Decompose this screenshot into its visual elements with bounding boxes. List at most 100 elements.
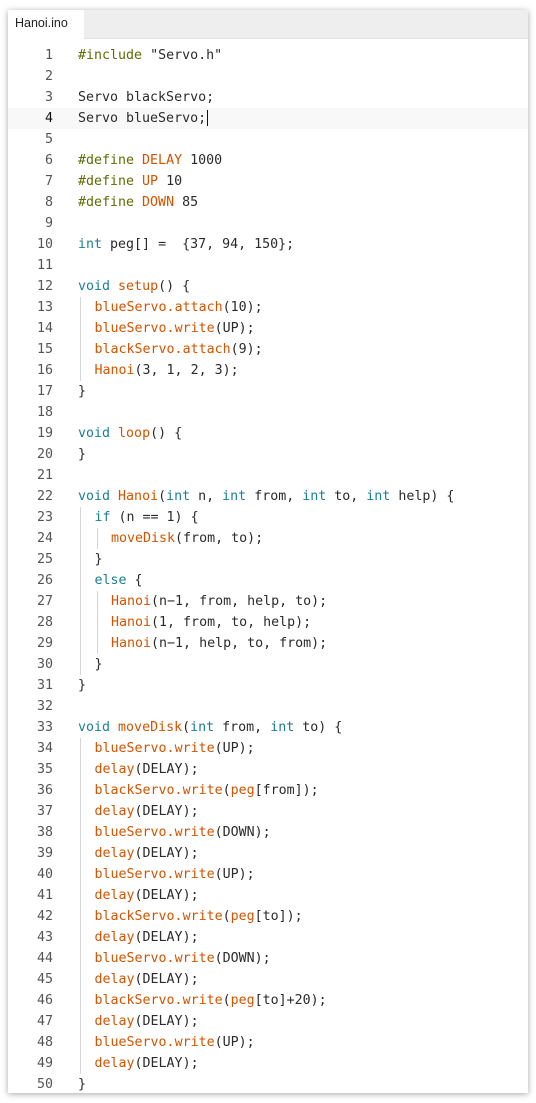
line-number: 10 (36, 237, 53, 252)
code-line[interactable]: 17} (8, 381, 528, 402)
code-text: #include "Servo.h" (78, 45, 222, 66)
indent-guide (80, 360, 81, 381)
code-line[interactable]: 25} (8, 549, 528, 570)
code-line[interactable]: 11 (8, 255, 528, 276)
code-token: int (270, 720, 295, 735)
line-number: 30 (36, 657, 53, 672)
code-token: (UP); (214, 1035, 255, 1050)
line-number: 46 (36, 993, 53, 1008)
code-token: attach (174, 300, 223, 315)
indent-guide (80, 507, 81, 528)
line-number: 50 (36, 1077, 53, 1092)
code-token: write (174, 321, 215, 336)
code-token: } (94, 657, 103, 672)
code-token: peg[] = {37, 94, 150}; (102, 237, 295, 252)
code-text: Servo blueServo; (78, 108, 209, 129)
code-text: blueServo.write(DOWN); (95, 822, 271, 843)
code-line[interactable]: 50} (8, 1074, 528, 1093)
line-number: 17 (36, 384, 53, 399)
code-token: blueServo. (94, 951, 175, 966)
code-token: int (302, 489, 327, 504)
line-number: 19 (36, 426, 53, 441)
code-token: (DELAY); (134, 762, 199, 777)
code-token: void (78, 720, 111, 735)
code-token: ( (222, 993, 231, 1008)
indent-guide (80, 990, 81, 1011)
code-line[interactable]: 32 (8, 696, 528, 717)
code-line[interactable]: 30} (8, 654, 528, 675)
code-text: delay(DELAY); (95, 801, 199, 822)
code-token: delay (94, 846, 135, 861)
indent-guide (80, 591, 81, 612)
line-number: 49 (36, 1056, 53, 1071)
code-token: } (94, 552, 103, 567)
code-line[interactable]: 7#define UP 10 (8, 171, 528, 192)
code-text: } (78, 1074, 86, 1093)
code-text: blueServo.attach(10); (95, 297, 263, 318)
code-line[interactable]: 31} (8, 675, 528, 696)
code-token: blueServo. (94, 1035, 175, 1050)
text-cursor (207, 110, 209, 126)
code-token: (UP); (214, 741, 255, 756)
code-token (110, 720, 118, 735)
code-line[interactable]: 21 (8, 465, 528, 486)
code-token: (9); (230, 342, 263, 357)
code-token: ( (222, 909, 231, 924)
code-line[interactable]: 20} (8, 444, 528, 465)
line-number: 26 (36, 573, 53, 588)
code-token: "Servo.h" (150, 48, 223, 63)
code-token: Hanoi (118, 489, 159, 504)
code-text: blueServo.write(UP); (95, 864, 255, 885)
code-line[interactable]: 9 (8, 213, 528, 234)
code-line[interactable]: 5 (8, 129, 528, 150)
code-line[interactable]: 8#define DOWN 85 (8, 192, 528, 213)
code-text: } (95, 654, 103, 675)
code-token: [from]); (254, 783, 319, 798)
tab-hanoi-ino[interactable]: Hanoi.ino (8, 10, 84, 39)
code-token (110, 489, 118, 504)
code-text: blackServo.attach(9); (95, 339, 263, 360)
code-line[interactable]: 6#define DELAY 1000 (8, 150, 528, 171)
code-line[interactable]: 2 (8, 66, 528, 87)
code-text: blueServo.write(DOWN); (95, 948, 271, 969)
indent-guide (80, 1011, 81, 1032)
code-line[interactable]: 1#include "Servo.h" (8, 45, 528, 66)
code-line[interactable]: 18 (8, 402, 528, 423)
code-token: from, (246, 489, 303, 504)
